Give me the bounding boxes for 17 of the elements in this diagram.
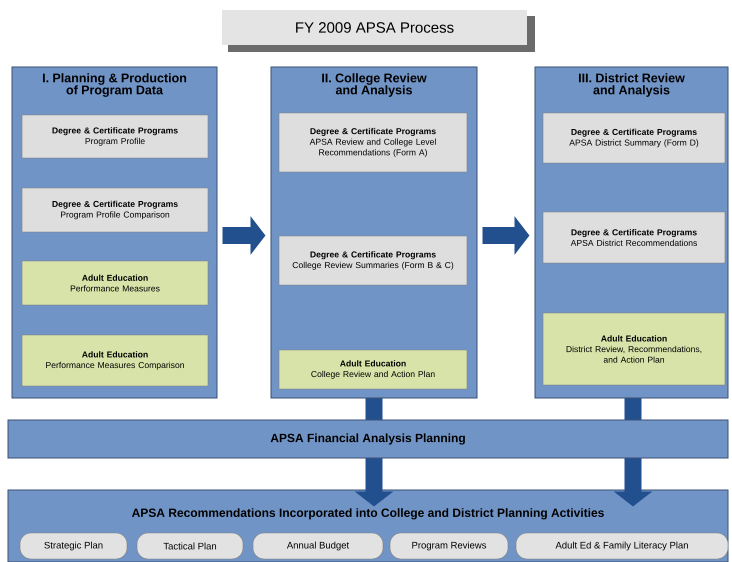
program-box: Degree & Certificate Programs APSA Review and College Level Recommendations (Form A) bbox=[278, 112, 468, 172]
program-box: Degree & Certificate Programs Program Profile Comparison bbox=[22, 188, 208, 232]
program-box: Adult Education Performance Measures Comparison bbox=[22, 334, 208, 386]
plan-pill: Program Reviews bbox=[390, 532, 508, 560]
program-box: Adult Education District Review, Recommendations, and Action Plan bbox=[542, 312, 726, 386]
program-box: Degree & Certificate Programs Program Profile bbox=[22, 114, 208, 158]
program-box: Adult Education Performance Measures bbox=[22, 260, 208, 306]
program-box: Adult Education College Review and Action Plan bbox=[278, 350, 468, 390]
plan-pill: Annual Budget bbox=[252, 532, 384, 560]
program-box: Degree & Certificate Programs College Review Summaries (Form B & C) bbox=[278, 236, 468, 286]
plan-pill: Adult Ed & Family Literacy Plan bbox=[516, 532, 728, 560]
program-box: Degree & Certificate Programs APSA District Summary (Form D) bbox=[542, 112, 726, 164]
band: APSA Financial Analysis Planning bbox=[8, 420, 728, 458]
plan-pill: Tactical Plan bbox=[136, 532, 244, 560]
title-box: FY 2009 APSA Process bbox=[222, 10, 535, 52]
program-box: Degree & Certificate Programs APSA District Recommendations bbox=[542, 212, 726, 264]
plan-pill: Strategic Plan bbox=[20, 532, 128, 560]
